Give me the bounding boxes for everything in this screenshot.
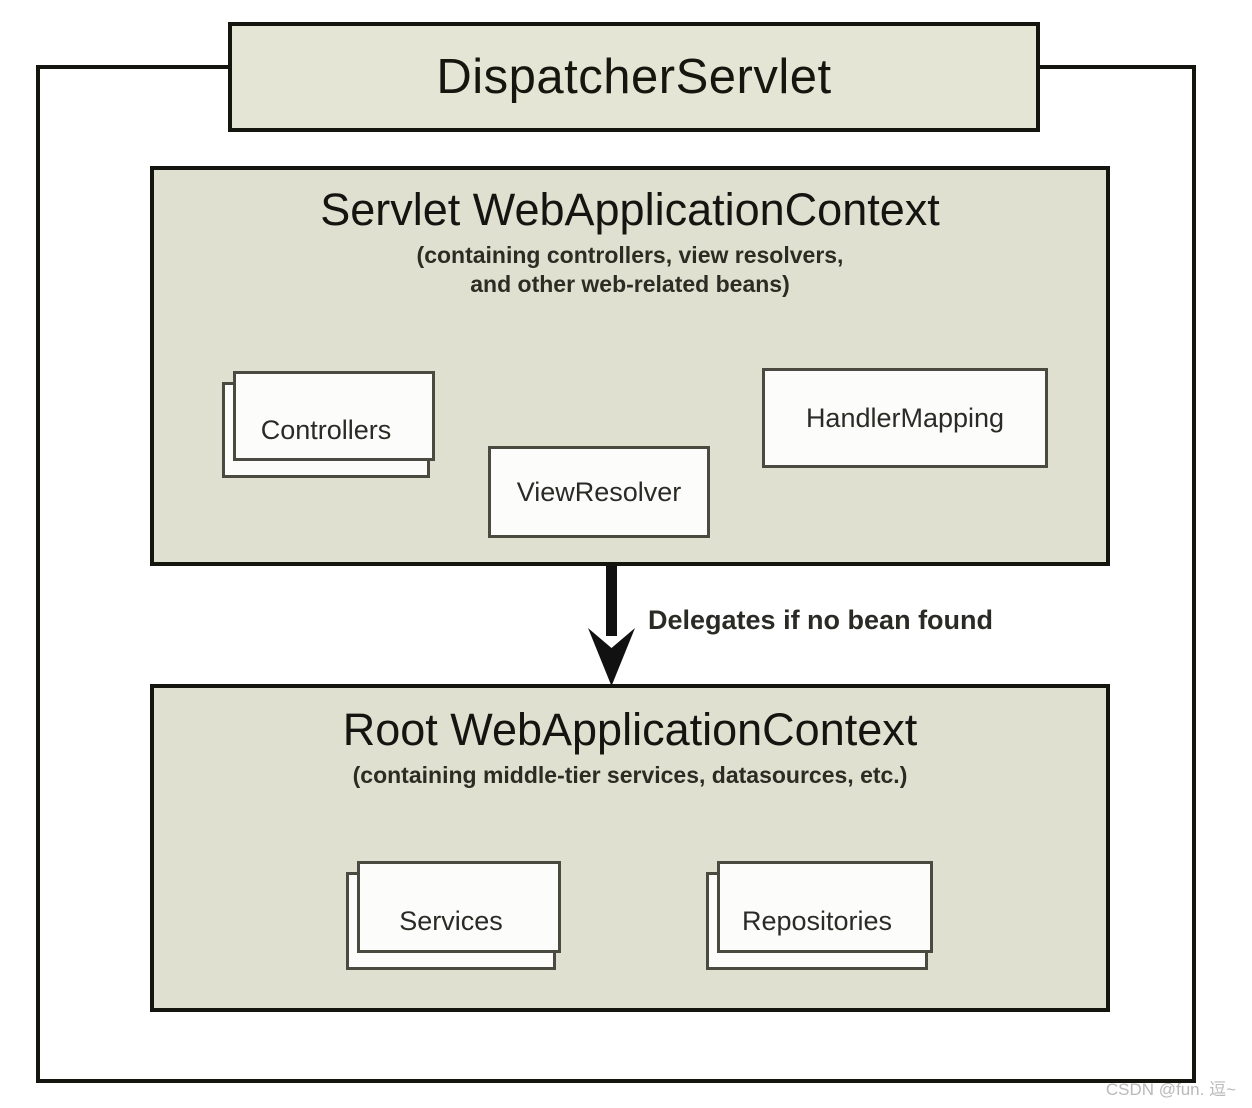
root-context-subtitle: (containing middle-tier services, dataso… — [154, 761, 1106, 790]
servlet-context-subtitle-line-1: (containing controllers, view resolvers, — [416, 242, 844, 269]
servlet-context-subtitle: (containing controllers, view resolvers,… — [154, 241, 1106, 299]
dispatcher-servlet-box: DispatcherServlet — [228, 22, 1040, 132]
controllers-label: Controllers — [260, 414, 392, 445]
watermark: CSDN @fun. 逗~ — [1105, 1080, 1236, 1099]
handler-mapping-label: HandlerMapping — [805, 402, 1005, 433]
controllers-box[interactable]: Controllers — [222, 371, 435, 478]
view-resolver-label: ViewResolver — [516, 476, 682, 507]
down-arrow-icon — [588, 566, 635, 686]
servlet-context-heading: Servlet WebApplicationContext — [320, 184, 940, 235]
servlet-context-subtitle-line-2: and other web-related beans) — [470, 271, 790, 297]
root-context-heading: Root WebApplicationContext — [342, 704, 918, 755]
repositories-box[interactable]: Repositories — [706, 861, 933, 970]
delegates-label: Delegates if no bean found — [648, 605, 994, 635]
handler-mapping-box[interactable]: HandlerMapping — [762, 368, 1048, 468]
services-box[interactable]: Services — [346, 861, 561, 970]
services-label: Services — [399, 905, 503, 936]
root-web-application-context-panel: Root WebApplicationContext (containing m… — [150, 684, 1110, 1012]
root-context-subtitle-line-1: (containing middle-tier services, dataso… — [352, 762, 908, 789]
dispatcher-servlet-title: DispatcherServlet — [436, 49, 832, 104]
repositories-label: Repositories — [741, 905, 893, 936]
view-resolver-box[interactable]: ViewResolver — [488, 446, 710, 538]
